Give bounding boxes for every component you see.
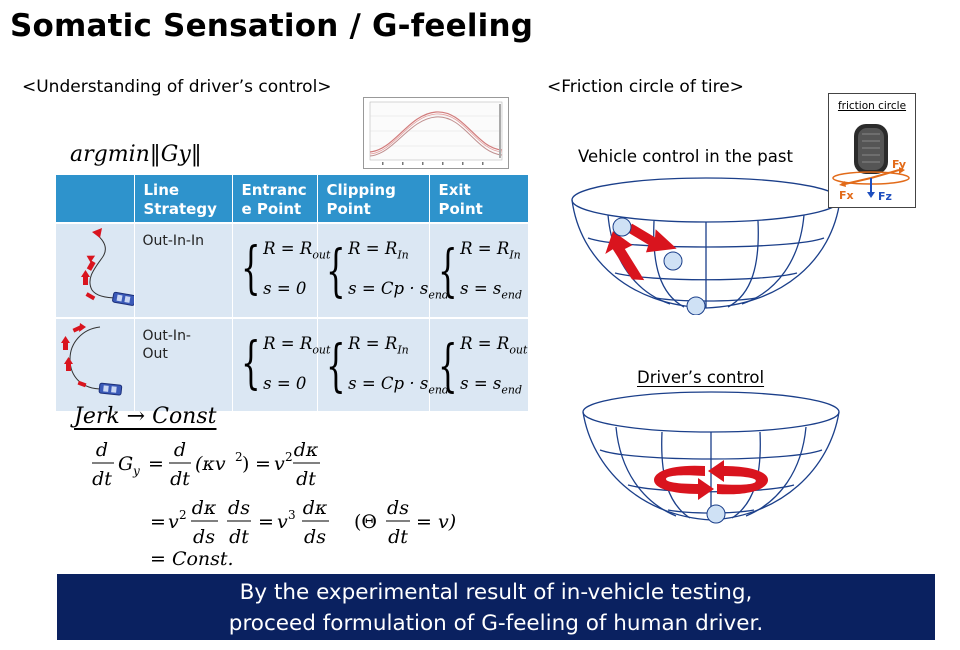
svg-text:dt: dt xyxy=(229,526,249,548)
svg-text:ds: ds xyxy=(304,526,326,548)
row2-entrance-equation: { R = Rout s = 0 xyxy=(232,317,330,411)
svg-text:=: = xyxy=(148,453,164,475)
row1-entrance-equation: { R = Rout s = 0 xyxy=(232,222,330,318)
header-line-strategy: Line Strategy xyxy=(134,175,233,223)
svg-text:d: d xyxy=(96,439,108,461)
argmin-expression: argmin‖Gy‖ xyxy=(70,142,202,167)
friction-bowl-driver xyxy=(580,388,845,532)
svg-text:2: 2 xyxy=(235,450,243,464)
svg-text:dt: dt xyxy=(170,468,190,490)
svg-text:=: = xyxy=(150,511,166,533)
svg-text:3: 3 xyxy=(288,508,296,522)
subtitle-drivers-control: <Understanding of driver’s control> xyxy=(22,77,332,97)
row-name-out-in-in: Out-In-In xyxy=(134,222,233,318)
svg-text:d: d xyxy=(174,439,186,461)
svg-text:2: 2 xyxy=(285,450,293,464)
vehicle-control-past-label: Vehicle control in the past xyxy=(578,147,793,166)
row-name-out-in-out: Out-In- Out xyxy=(134,317,233,411)
line-strategy-table: Line Strategy Entranc e Point Clipping P… xyxy=(56,175,529,411)
header-exit-point: Exit Point xyxy=(429,175,529,223)
out-in-in-diagram xyxy=(56,222,136,318)
svg-text:): ) xyxy=(242,453,249,475)
svg-text:v: v xyxy=(168,511,179,533)
svg-text:dκ: dκ xyxy=(303,497,328,519)
svg-text:dt: dt xyxy=(296,468,316,490)
svg-text:=: = xyxy=(255,453,271,475)
out-in-out-diagram xyxy=(56,317,135,411)
drivers-control-label: Driver’s control xyxy=(637,368,765,387)
header-blank xyxy=(56,175,135,223)
header-entrance-point: Entranc e Point xyxy=(232,175,318,223)
row2-exit-equation: { R = Rout s = send xyxy=(429,317,529,411)
banner-line-2: proceed formulation of G-feeling of huma… xyxy=(228,611,764,636)
svg-text:dt: dt xyxy=(92,468,112,490)
svg-text:dκ: dκ xyxy=(294,439,319,461)
svg-text:ds: ds xyxy=(193,526,215,548)
friction-circle-caption: friction circle xyxy=(837,100,907,112)
row2-clipping-equation: { R = RIn s = Cp · send xyxy=(317,317,449,411)
tire-icon xyxy=(854,124,888,174)
svg-text:= v): = v) xyxy=(416,511,456,533)
svg-text:=: = xyxy=(258,511,274,533)
table-row: Out-In- Out { R = Rout s = 0 { R = RIn s… xyxy=(56,317,529,411)
table-row: Out-In-In { R = Rout s = 0 { R = RIn s =… xyxy=(56,222,529,318)
waveform-thumbnail xyxy=(363,97,509,169)
friction-bowl-past xyxy=(570,170,845,319)
friction-circle-inset: friction circle Fy Fx Fz xyxy=(828,93,916,208)
svg-text:2: 2 xyxy=(179,508,187,522)
header-clipping-point: Clipping Point xyxy=(317,175,430,223)
svg-text:y: y xyxy=(132,464,140,478)
jerk-derivation-formula: d dt G y = d dt (κv 2 ) = v 2 dκ dt = v … xyxy=(92,438,472,578)
banner-line-1: By the experimental result of in-vehicle… xyxy=(239,580,753,605)
svg-text:Fx: Fx xyxy=(839,189,854,202)
jerk-const-expression: Jerk → Const xyxy=(74,404,217,429)
conclusion-banner: By the experimental result of in-vehicle… xyxy=(57,574,935,640)
svg-text:v: v xyxy=(277,511,288,533)
svg-text:ds: ds xyxy=(228,497,250,519)
svg-text:dκ: dκ xyxy=(192,497,217,519)
svg-text:dt: dt xyxy=(388,526,408,548)
page-title: Somatic Sensation / G-feeling xyxy=(10,8,534,44)
row1-clipping-equation: { R = RIn s = Cp · send xyxy=(317,222,449,318)
svg-text:(κv: (κv xyxy=(195,453,226,475)
svg-text:v: v xyxy=(274,453,285,475)
svg-text:(Θ: (Θ xyxy=(354,511,377,533)
svg-text:Fz: Fz xyxy=(878,190,892,203)
row1-exit-equation: { R = RIn s = send xyxy=(429,222,529,318)
svg-text:ds: ds xyxy=(387,497,409,519)
svg-text:Fy: Fy xyxy=(892,158,906,171)
svg-text:= Const.: = Const. xyxy=(150,548,234,570)
subtitle-friction-circle: <Friction circle of tire> xyxy=(547,77,744,97)
svg-text:G: G xyxy=(118,453,133,475)
